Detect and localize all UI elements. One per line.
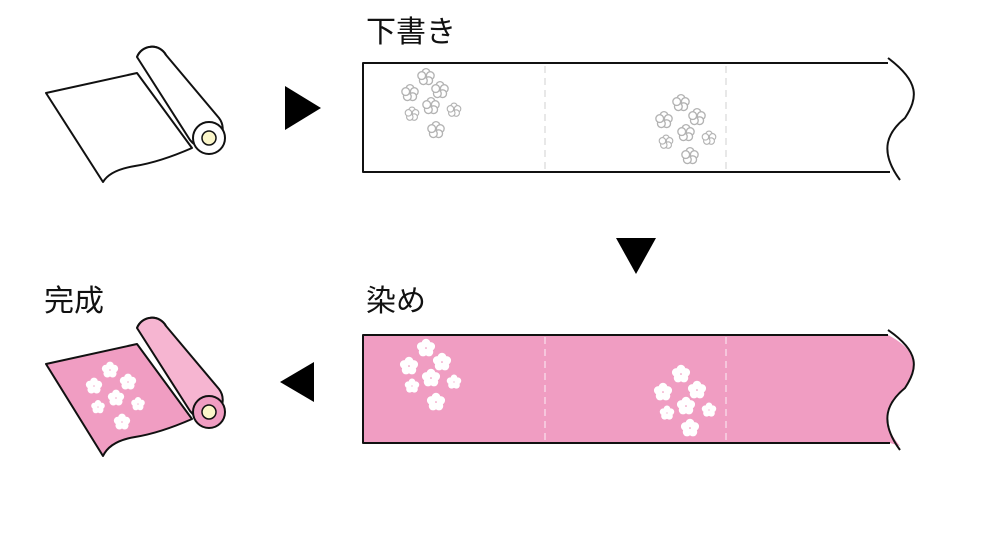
arrow-down [616, 238, 656, 274]
step-label-sketch: 下書き [366, 15, 456, 50]
white-roll-core [201, 130, 217, 146]
step-label-finished: 完成 [44, 284, 104, 319]
arrow-right [285, 86, 321, 130]
white-fabric-sheet [45, 72, 193, 183]
dyed-strip-body [363, 335, 914, 446]
dyed-fabric-strip [362, 329, 915, 451]
finished-roll-core [201, 404, 217, 420]
step-label-dye: 染め [366, 284, 426, 319]
finished-fabric-roll [45, 316, 226, 457]
sketch-fabric-strip [362, 57, 915, 181]
arrow-left [280, 362, 314, 402]
white-fabric-roll [45, 45, 226, 183]
sketch-strip-body [363, 63, 914, 178]
